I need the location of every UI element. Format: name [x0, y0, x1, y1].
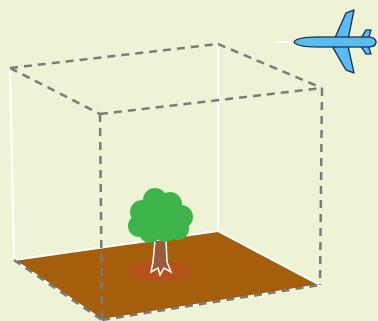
back-vertical-left-edge [10, 68, 14, 260]
right-vertical-edge [320, 88, 322, 285]
top-front-edge [100, 88, 322, 114]
airplane-lower-wing [332, 46, 354, 73]
airplane-fuselage [294, 37, 376, 47]
top-left-edge [10, 68, 100, 114]
tree-foliage [128, 188, 193, 243]
airplane-upper-wing [334, 10, 354, 40]
top-back-edge [10, 44, 218, 68]
airplane-icon [276, 10, 376, 73]
top-right-edge [218, 44, 322, 88]
